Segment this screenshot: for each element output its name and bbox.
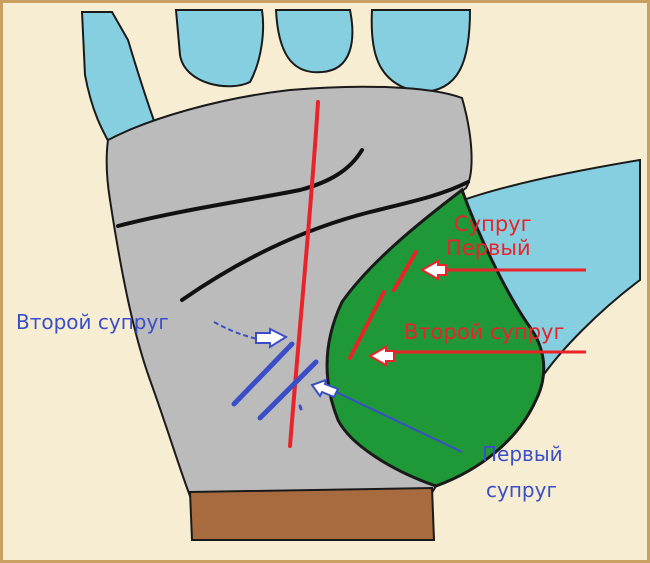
label-spouse: Супруг bbox=[454, 212, 532, 236]
influence-dot bbox=[298, 404, 303, 411]
head-line bbox=[180, 180, 470, 302]
red-pointers bbox=[367, 259, 586, 367]
label-first-spouse-blue-line2: супруг bbox=[486, 478, 557, 502]
arrow-first-blue-icon bbox=[310, 378, 340, 399]
label-first: Первый bbox=[446, 236, 531, 260]
spouse-line-second bbox=[348, 290, 386, 360]
influence-line-upper bbox=[231, 341, 295, 407]
fate-line bbox=[288, 100, 320, 448]
finger-second bbox=[174, 9, 265, 88]
mount-of-venus bbox=[325, 187, 546, 488]
influence-lines bbox=[231, 341, 319, 421]
spouse-lines bbox=[348, 250, 418, 360]
influence-line-lower bbox=[257, 359, 319, 421]
pointer-first-blue-line bbox=[333, 390, 463, 453]
blue-pointers bbox=[213, 321, 463, 453]
heart-line bbox=[116, 148, 364, 228]
wrist bbox=[188, 486, 436, 541]
label-second-spouse-red: Второй супруг bbox=[404, 320, 565, 344]
label-second-spouse-blue: Второй супруг bbox=[16, 310, 169, 334]
spouse-line-first bbox=[392, 250, 418, 292]
palm-lines bbox=[116, 148, 470, 302]
finger-middle bbox=[274, 9, 354, 74]
arrow-second-blue-icon bbox=[255, 327, 289, 349]
label-first-spouse-blue-line1: Первый bbox=[482, 442, 563, 466]
arrow-second-icon bbox=[367, 345, 395, 367]
arrow-first-icon bbox=[419, 259, 447, 281]
